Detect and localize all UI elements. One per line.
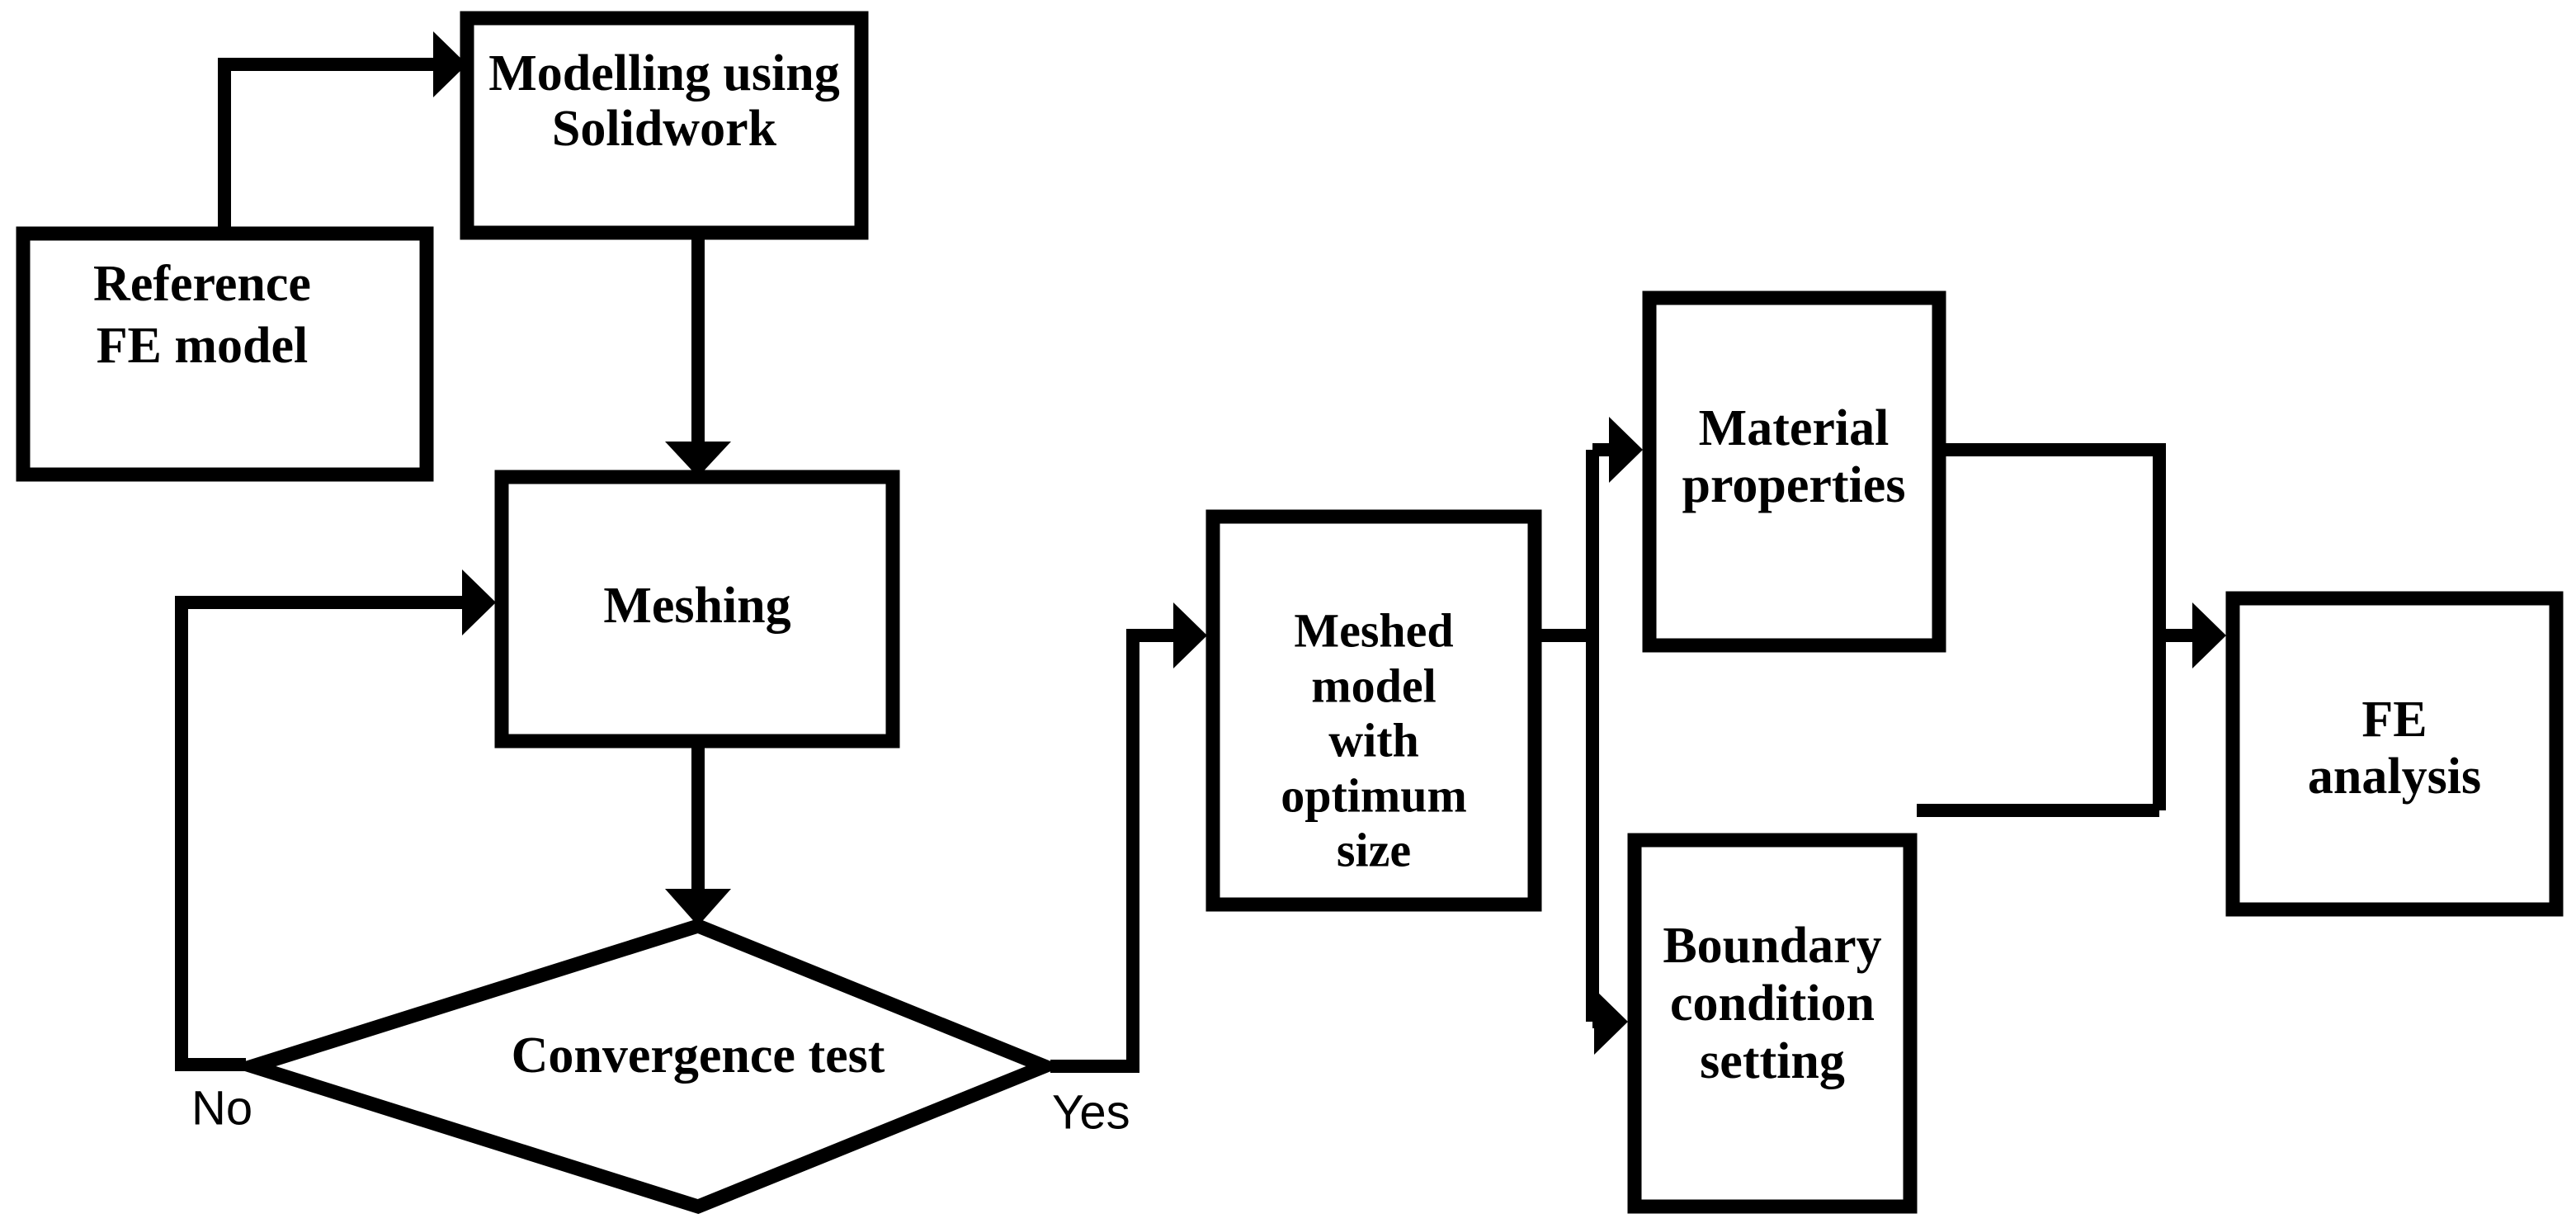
edge-merge-to-fe-analysis [2159,602,2226,668]
node-label-meshed-model-line1: Meshed [1294,603,1453,657]
node-label-modelling-solidwork-line1: Modelling using [488,45,840,102]
edge-label-yes: Yes [1052,1085,1130,1139]
node-label-convergence-test: Convergence test [512,1027,885,1084]
node-reference-fe-model[interactable]: Reference FE model [16,226,434,482]
node-label-reference-fe-model-line1: Reference [93,256,311,312]
node-label-meshed-model-line4: optimum [1281,768,1467,822]
edge-label-no: No [191,1081,252,1135]
edge-convergence-yes-to-meshed-model [1050,602,1207,1073]
node-meshing[interactable]: Meshing [494,470,900,749]
node-label-material-properties-line1: Material [1699,400,1890,456]
node-label-meshing: Meshing [603,578,790,634]
edge-split-to-boundary-condition [1592,989,1628,1055]
edge-material-properties-to-merge [1946,443,2166,810]
edge-convergence-no-to-meshing [175,569,496,1071]
node-label-fe-analysis-line2: analysis [2308,749,2481,805]
node-fe-analysis[interactable]: FE analysis [2225,591,2564,917]
edge-modelling-to-meshing [665,239,731,477]
edge-reference-to-modelling [218,31,467,233]
node-label-reference-fe-model-line2: FE model [97,318,309,374]
node-material-properties[interactable]: Material properties [1642,290,1946,653]
node-meshed-model[interactable]: Meshed model with optimum size [1205,509,1542,912]
edge-meshing-to-convergence [665,747,731,926]
node-label-boundary-condition-line1: Boundary [1663,918,1881,974]
edge-split-to-material-properties [1592,417,1643,483]
node-label-boundary-condition-line2: condition [1670,975,1875,1032]
node-boundary-condition[interactable]: Boundary condition setting [1627,833,1918,1214]
node-label-material-properties-line2: properties [1682,457,1906,513]
edge-meshed-model-split [1540,450,1599,1022]
node-convergence-test[interactable]: Convergence test [229,918,1064,1215]
node-label-meshed-model-line5: size [1337,823,1411,876]
node-label-meshed-model-line2: model [1311,659,1436,712]
node-label-meshed-model-line3: with [1328,713,1419,767]
node-label-modelling-solidwork-line2: Solidwork [552,101,777,157]
node-label-boundary-condition-line3: setting [1700,1033,1845,1089]
node-label-fe-analysis-line1: FE [2361,692,2427,748]
node-modelling-solidwork[interactable]: Modelling using Solidwork [460,11,869,240]
